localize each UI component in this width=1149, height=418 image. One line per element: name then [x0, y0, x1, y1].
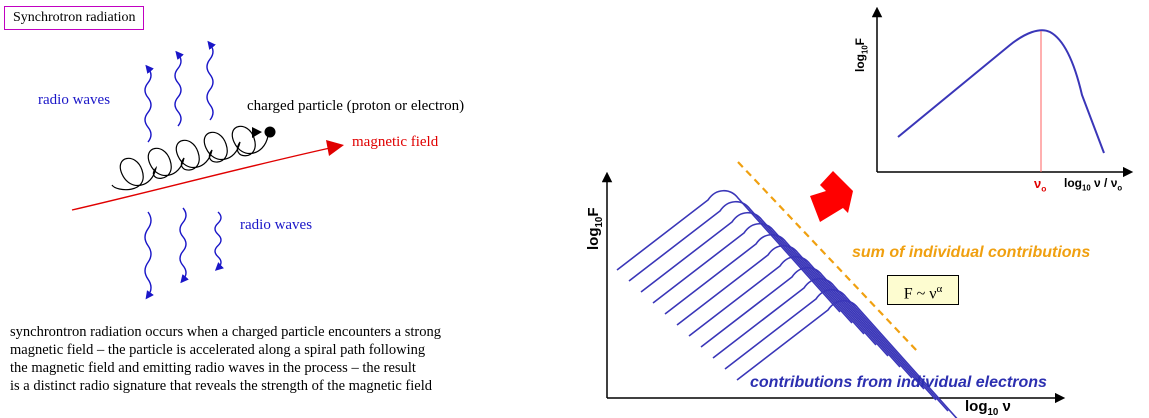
electron-spectrum-curve	[617, 191, 840, 312]
electron-spectrum-curve	[677, 246, 900, 367]
radio-wave-arrow	[175, 54, 181, 126]
caption-line: magnetic field – the particle is acceler…	[10, 341, 570, 359]
caption-line: the magnetic field and emitting radio wa…	[10, 359, 570, 377]
sum-contributions-label: sum of individual contributions	[852, 244, 1090, 262]
spiral-path	[112, 126, 268, 189]
magnetic-field-line	[72, 148, 330, 210]
individual-contributions-label: contributions from individual electrons	[750, 374, 1047, 392]
inset-y-axis-label: log10F	[853, 38, 869, 72]
particle-arrow	[252, 127, 262, 138]
radio-waves-label-top: radio waves	[38, 92, 110, 109]
charged-particle-dot	[265, 127, 276, 138]
main-y-axis-label: log10F	[585, 207, 605, 250]
radio-waves-label-bottom: radio waves	[240, 217, 312, 234]
electron-spectrum-curve	[689, 257, 912, 378]
formula-box: F ~ να	[887, 275, 959, 305]
electron-spectrum-curve	[653, 224, 876, 345]
electron-spectrum-curve	[641, 213, 864, 334]
title-box: Synchrotron radiation	[4, 6, 144, 30]
charged-particle-label: charged particle (proton or electron)	[247, 98, 464, 115]
spiral-loop	[112, 126, 268, 189]
red-pointer-arrow	[810, 171, 853, 222]
caption: synchrontron radiation occurs when a cha…	[10, 323, 570, 395]
inset-spectrum	[877, 12, 1128, 172]
caption-line: is a distinct radio signature that revea…	[10, 377, 570, 395]
magnetic-field-arrowhead	[326, 140, 344, 156]
caption-line: synchrontron radiation occurs when a cha…	[10, 323, 570, 341]
radio-wave-arrow	[145, 68, 151, 142]
radio-wave-arrow	[207, 44, 213, 120]
electron-spectrum-curve	[629, 202, 852, 323]
inset-peak-label: νo	[1034, 176, 1046, 194]
radio-wave-arrow	[215, 212, 221, 268]
radio-wave-arrows	[145, 44, 221, 296]
radio-wave-arrow	[180, 208, 186, 280]
magnetic-field-label: magnetic field	[352, 134, 438, 151]
main-x-axis-label: log10 ν	[965, 398, 1011, 418]
radio-wave-arrow	[145, 212, 151, 296]
inset-x-axis-label: log10 ν / νo	[1064, 176, 1122, 192]
